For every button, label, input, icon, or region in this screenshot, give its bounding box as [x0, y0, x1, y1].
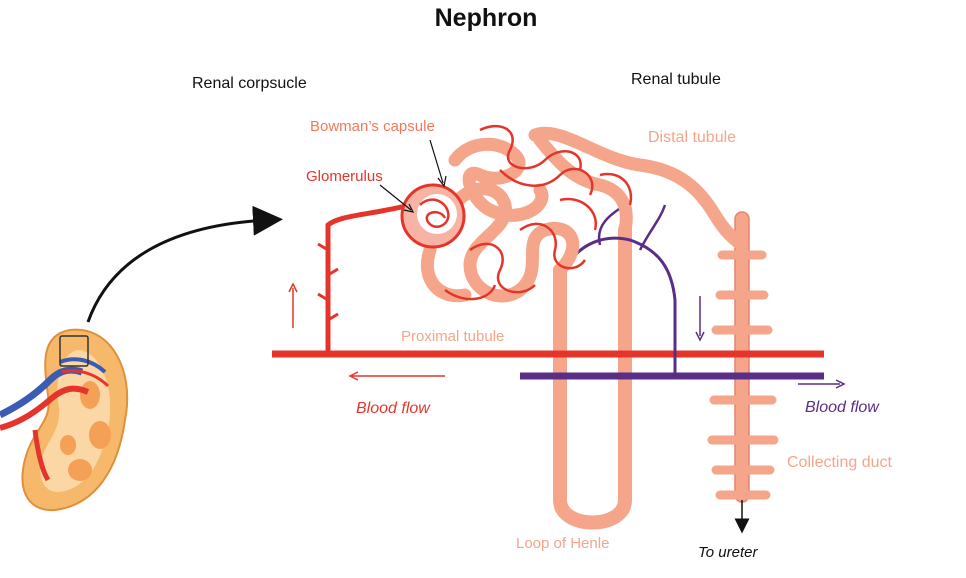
label-renal-tubule: Renal tubule: [631, 71, 721, 88]
afferent-artery: [317, 202, 411, 354]
label-to-ureter: To ureter: [698, 544, 758, 561]
label-bowmans-capsule: Bowman’s capsule: [310, 118, 435, 135]
zoom-arrow: [86, 205, 283, 323]
label-blood-flow-right: Blood flow: [805, 399, 880, 416]
label-loop-of-henle: Loop of Henle: [516, 535, 609, 552]
glomerulus-pointer: [379, 184, 412, 211]
glomerulus-shape: [400, 183, 466, 249]
label-blood-flow-left: Blood flow: [356, 400, 431, 417]
label-renal-corpuscle: Renal corpsucle: [192, 75, 307, 92]
capillary-network: [444, 124, 633, 301]
label-glomerulus: Glomerulus: [306, 168, 383, 185]
loop-of-henle-shape: [553, 223, 632, 530]
label-proximal-tubule: Proximal tubule: [401, 328, 504, 345]
tubule-coil: [420, 126, 749, 303]
collecting-duct-shape: [707, 211, 779, 534]
bowman-pointer: [429, 139, 444, 184]
label-distal-tubule: Distal tubule: [648, 129, 736, 146]
kidney-icon: [0, 328, 129, 512]
label-collecting-duct: Collecting duct: [787, 454, 893, 471]
page-title: Nephron: [435, 4, 538, 32]
